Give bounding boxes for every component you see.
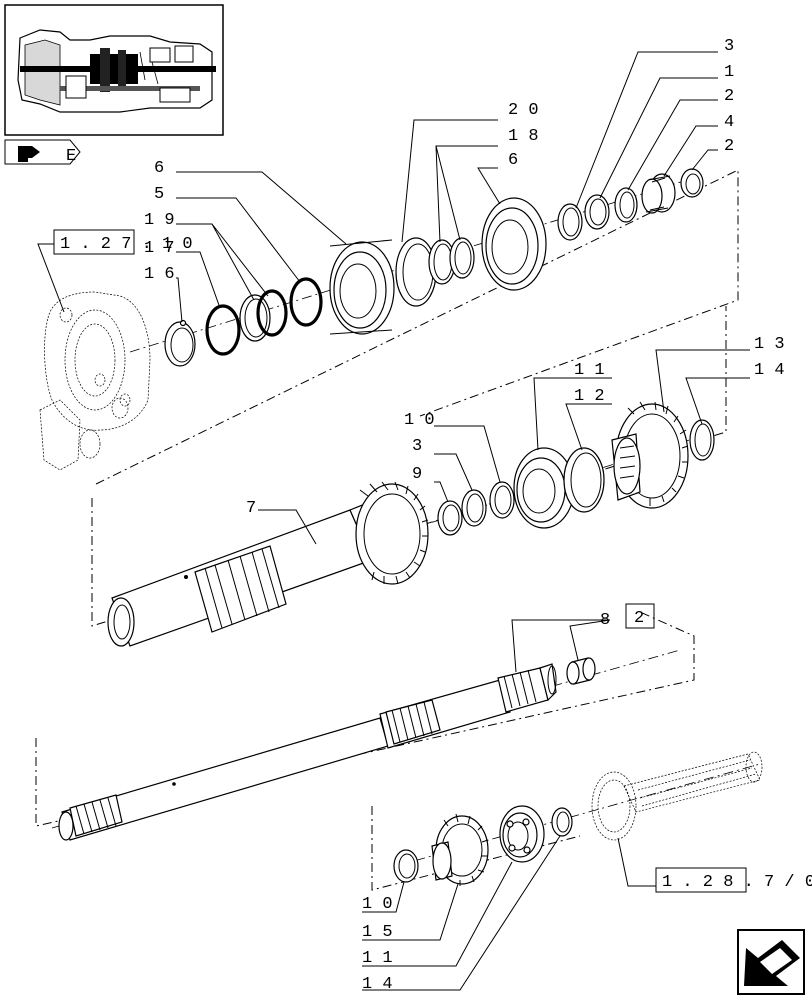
ref-box-middle-right[interactable]: 2	[625, 603, 655, 629]
callout-18: 1 8	[508, 127, 539, 146]
circlip-10-mid[interactable]	[489, 481, 515, 519]
callout-20: 2 0	[508, 101, 539, 120]
thumbnail-gearbox-icon	[17, 29, 216, 113]
seal-ring-5[interactable]	[289, 277, 323, 327]
callout-8: 8	[600, 611, 610, 630]
bearing-11-mid[interactable]	[513, 447, 575, 529]
callout-11-bottom: 1 1	[362, 949, 393, 968]
ring-9[interactable]	[437, 500, 463, 536]
callout-3-mid: 3	[412, 437, 422, 456]
circlip-10-bottom[interactable]	[393, 849, 419, 883]
ref-box-bottom-right[interactable]: 1 . 2 8 . 7 / 0	[617, 837, 812, 893]
callout-11-mid: 1 1	[574, 361, 605, 380]
gear-13[interactable]	[611, 401, 689, 509]
bearing-6-right[interactable]	[481, 197, 547, 291]
ref-box-top-left[interactable]: 1 . 2 7 . 1 0	[37, 229, 193, 313]
callout-1-top: 1	[724, 63, 734, 82]
thumbnail-panel[interactable]	[4, 4, 224, 136]
callout-3-top: 3	[724, 37, 734, 56]
bearing-6-left[interactable]	[329, 239, 395, 335]
dashed-frame-bottom	[371, 806, 581, 891]
main-shaft-7[interactable]	[107, 481, 429, 647]
thumbnail-label: E	[66, 147, 76, 166]
bearing-11-bottom[interactable]	[499, 805, 545, 863]
gear-15[interactable]	[431, 813, 489, 886]
callout-leaders	[176, 51, 750, 991]
nav-arrow-button[interactable]	[737, 929, 805, 995]
callout-2-right: 2	[724, 137, 734, 156]
output-shaft	[591, 751, 763, 841]
circlip-18b[interactable]	[449, 237, 475, 279]
callout-2-top: 2	[724, 87, 734, 106]
ring-1-top[interactable]	[584, 194, 610, 230]
seal-ring-19b[interactable]	[256, 289, 288, 337]
callout-14-mid: 1 4	[754, 361, 785, 380]
shaft-8[interactable]	[58, 663, 557, 841]
needle-bearing-4[interactable]	[641, 173, 676, 214]
ring-2-top[interactable]	[614, 187, 638, 223]
dashed-frame-top	[95, 169, 739, 485]
ref-top-left-text: 1 . 2 7 . 1 0	[60, 235, 193, 254]
callout-17: 1 7	[144, 239, 175, 258]
callout-16: 1 6	[144, 265, 175, 284]
circlip-14-bottom[interactable]	[551, 807, 573, 837]
callout-6-mid: 6	[508, 151, 518, 170]
callout-5: 5	[154, 185, 164, 204]
ring-3-top[interactable]	[557, 203, 583, 241]
callout-9: 9	[412, 465, 422, 484]
circlip-2-right[interactable]	[680, 168, 704, 198]
callout-12: 1 2	[574, 387, 605, 406]
callout-15: 1 5	[362, 923, 393, 942]
bushing-8[interactable]	[566, 657, 596, 685]
snap-ring-12[interactable]	[563, 447, 605, 513]
ref-bottom-right-text: 1 . 2 8 . 7 / 0	[662, 873, 812, 892]
circlip-16[interactable]	[164, 319, 196, 367]
ref-middle-right-text: 2	[634, 609, 644, 628]
callout-19: 1 9	[144, 211, 175, 230]
ring-3-mid[interactable]	[461, 489, 487, 527]
callout-7: 7	[246, 499, 256, 518]
seal-ring-17[interactable]	[205, 304, 241, 356]
thumbnail-tab[interactable]: E	[4, 139, 81, 166]
callout-4: 4	[724, 113, 734, 132]
circlip-14-mid[interactable]	[689, 419, 715, 461]
callout-10-bottom: 1 0	[362, 895, 393, 914]
callout-6-left: 6	[154, 159, 164, 178]
callout-14-bottom: 1 4	[362, 975, 393, 994]
book-icon	[18, 146, 40, 162]
callout-13: 1 3	[754, 335, 785, 354]
callout-10-mid: 1 0	[404, 411, 435, 430]
dashed-frame-lower	[35, 611, 695, 827]
transmission-housing	[39, 291, 151, 471]
